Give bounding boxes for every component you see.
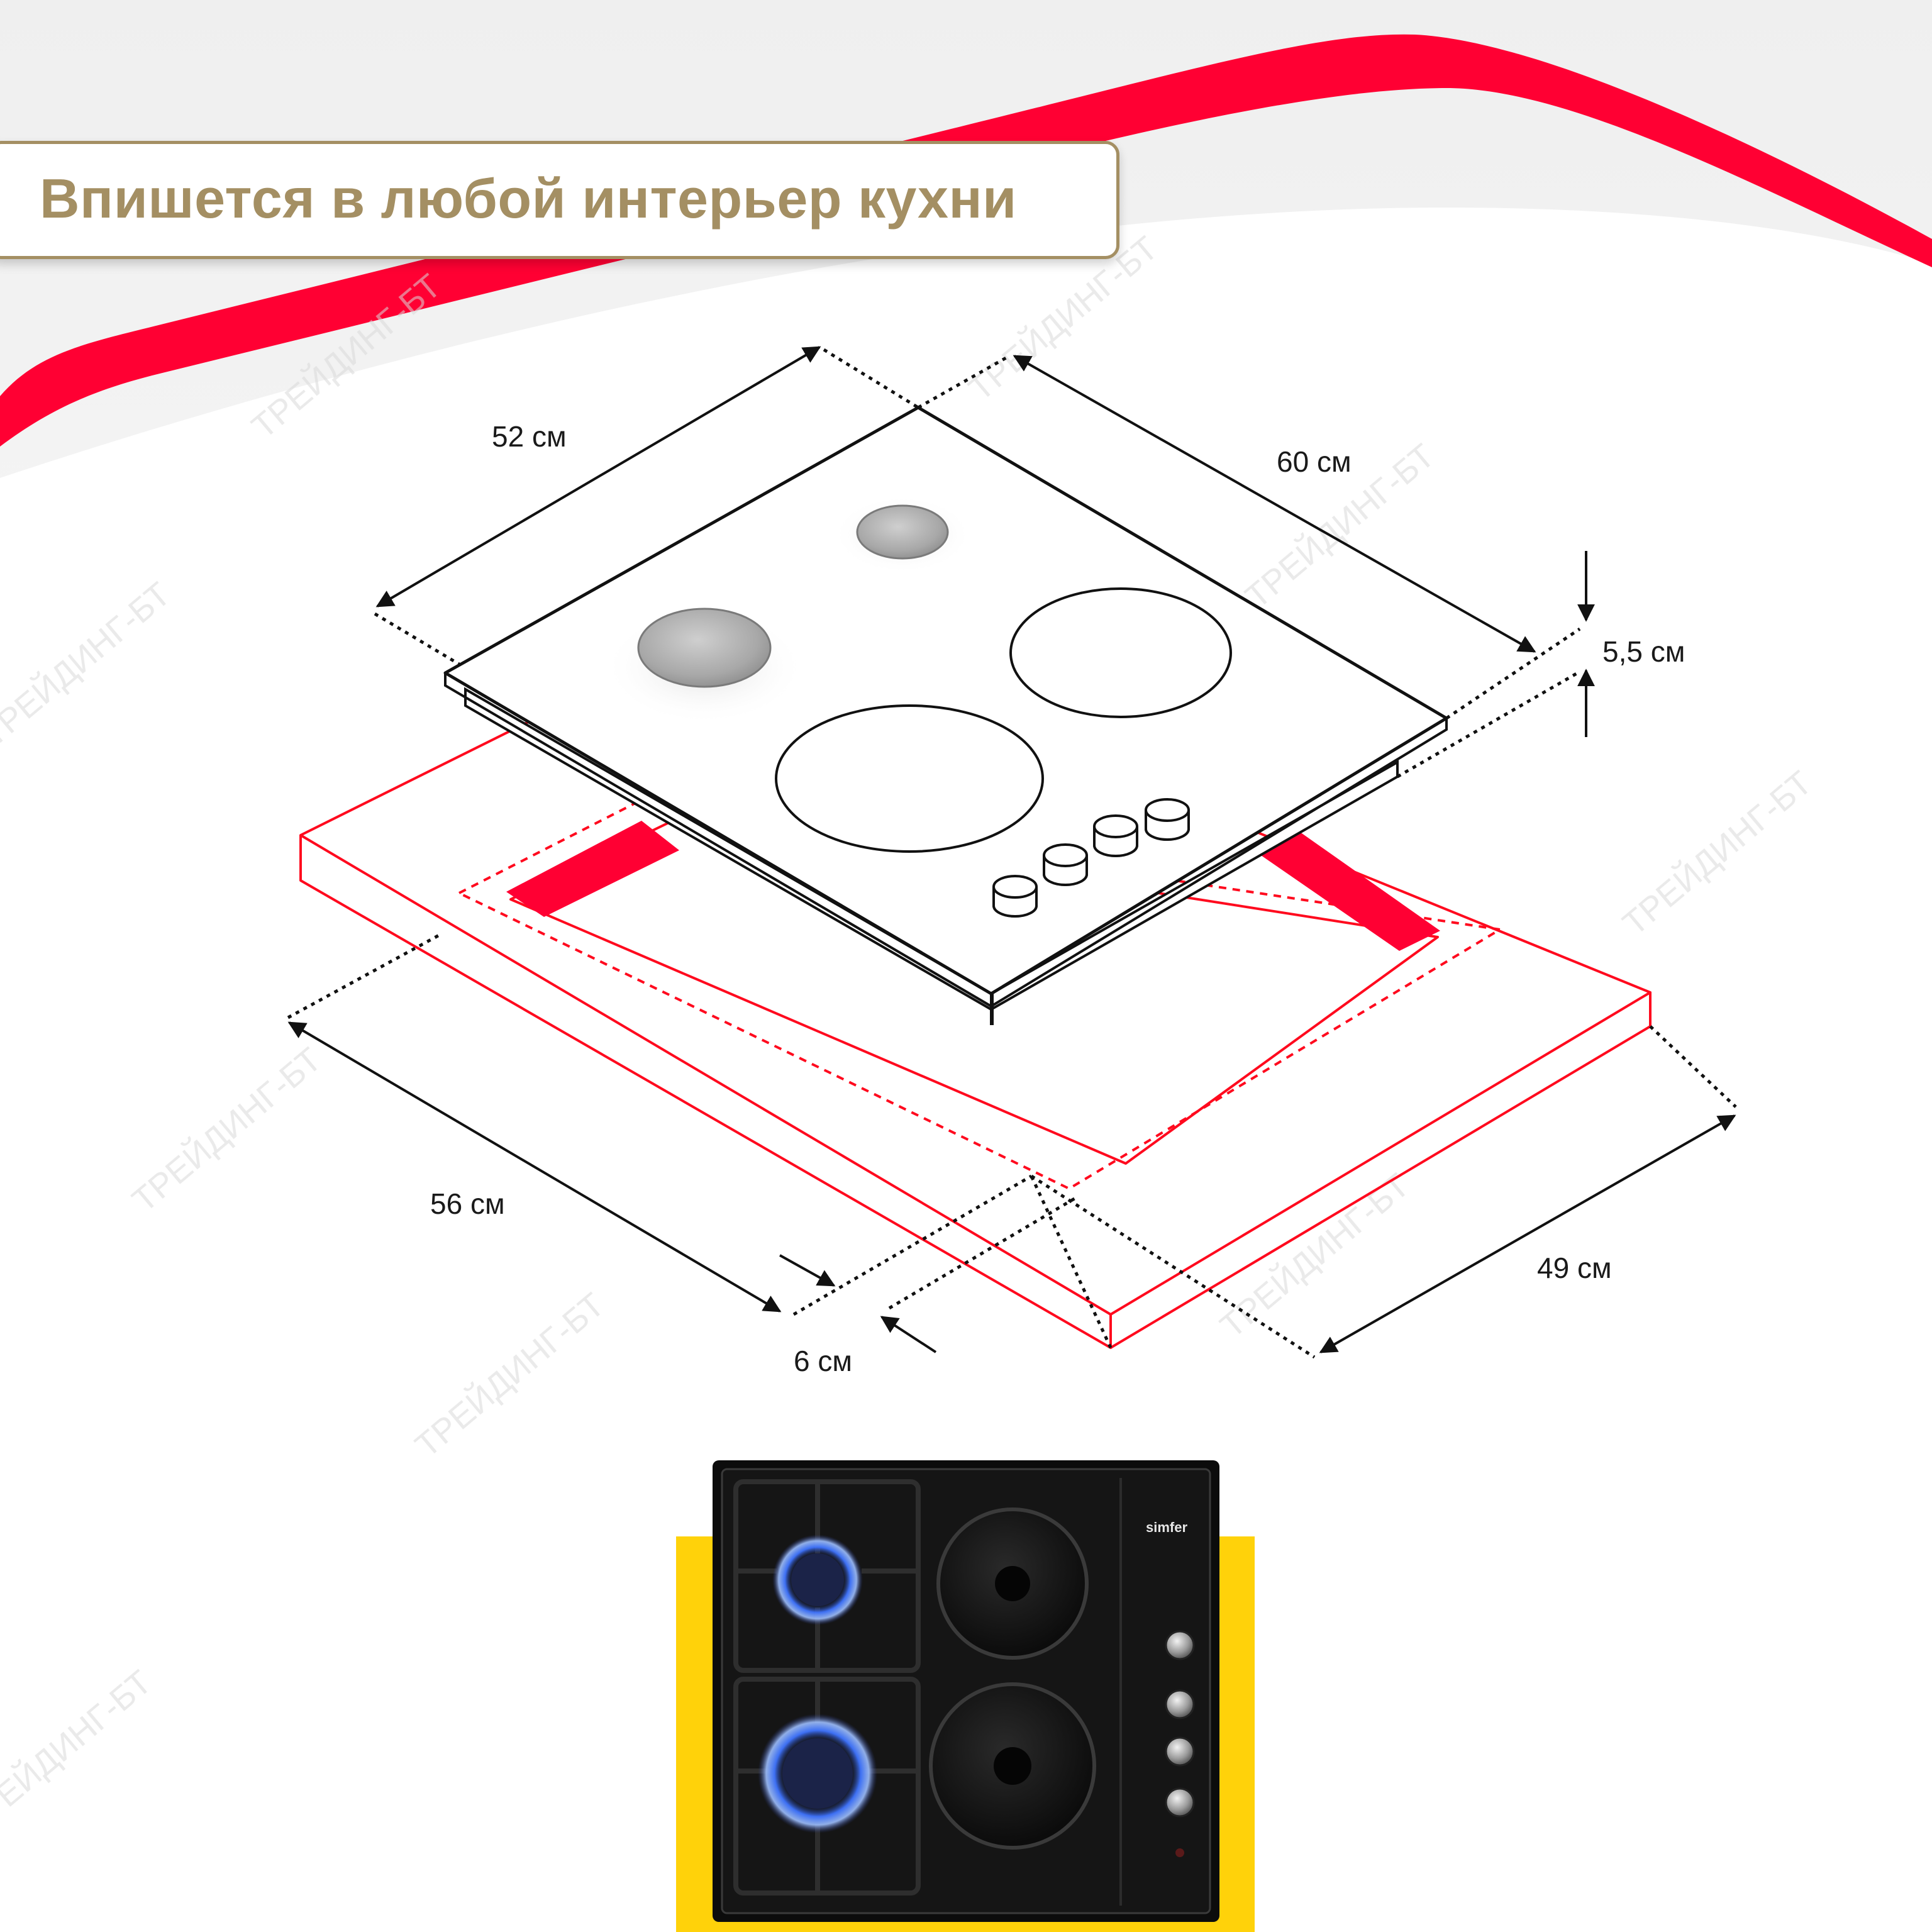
dim-label-hob-depth: 52 см: [492, 420, 567, 453]
dim-line-49: [1319, 1114, 1736, 1353]
product-photo: simfer: [676, 1460, 1255, 1932]
hob-body-shadow: [990, 994, 994, 1025]
cutout-wall-right: [1261, 829, 1440, 951]
knob-photo-4: [1165, 1787, 1195, 1818]
dim-label-hob-width: 60 см: [1277, 445, 1352, 478]
control-knobs-photo: [1165, 1630, 1195, 1857]
knob-photo-2: [1165, 1689, 1195, 1719]
dim-line-52: [375, 346, 821, 608]
knob-1: [992, 875, 1038, 918]
knob-photo-1: [1165, 1630, 1195, 1660]
dim-label-cutout-depth: 49 см: [1537, 1252, 1612, 1284]
electric-plate-photo-top-center: [995, 1566, 1030, 1601]
gas-burner-cap-small: [791, 1553, 844, 1606]
hob-front-lip: [444, 673, 1448, 1008]
dim-label-edge-gap: 6 см: [794, 1345, 852, 1377]
gas-burner-cap-large: [782, 1738, 853, 1809]
electric-plate-front: [775, 704, 1044, 853]
indicator-light: [1175, 1848, 1184, 1857]
electric-plate-photo-bottom-center: [994, 1747, 1031, 1785]
page-title: Впишется в любой интерьер кухни: [40, 167, 1017, 230]
dim-label-cutout-width: 56 см: [430, 1187, 505, 1220]
control-knobs: [992, 798, 1190, 918]
dim-line-56: [287, 1021, 782, 1313]
dim-line-60: [1013, 355, 1536, 653]
knob-photo-3: [1165, 1736, 1195, 1767]
gas-burner-large: [637, 608, 772, 688]
dim-line-6-right: [880, 1316, 937, 1353]
knob-2: [1043, 843, 1088, 886]
hob-footprint-dashed: [458, 799, 1501, 1190]
title-banner: Впишется в любой интерьер кухни: [0, 141, 1119, 259]
knob-4: [1145, 798, 1190, 841]
dim-line-6-left: [779, 1254, 836, 1287]
gas-burner-small: [856, 504, 949, 560]
brand-logo: simfer: [1146, 1519, 1187, 1535]
electric-plate-right: [1009, 587, 1232, 718]
cutout-wall-left: [506, 821, 679, 917]
dim-label-hob-height: 5,5 см: [1602, 635, 1685, 668]
knob-3: [1093, 814, 1138, 857]
dimension-lines: [287, 346, 1737, 1359]
